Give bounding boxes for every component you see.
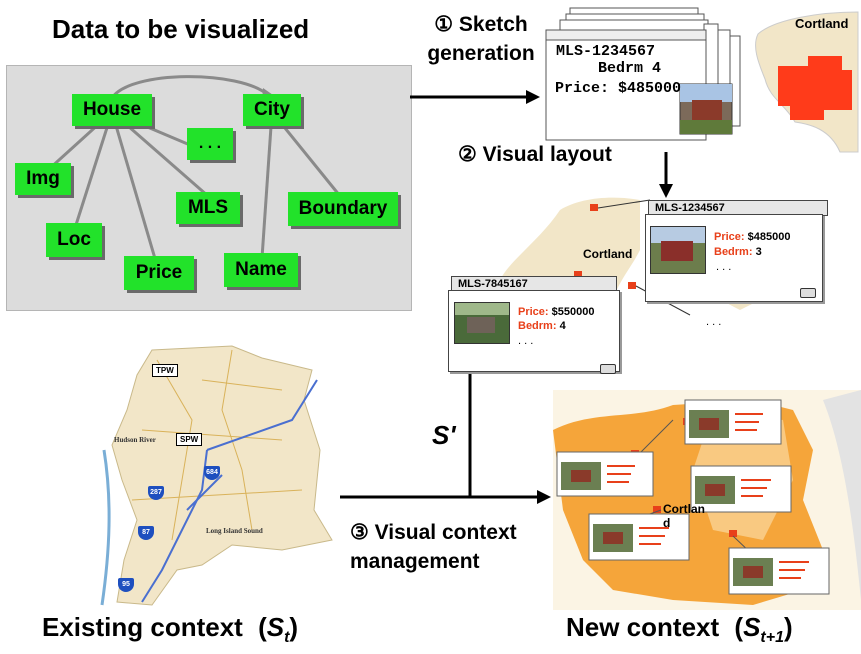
new-context-symbol: S (743, 612, 761, 642)
existing-context-title: Existing context (St) (42, 612, 299, 647)
card1-photo (650, 226, 706, 274)
card1-price-row: Price: $485000 (714, 231, 790, 243)
tpw-label: TPW (152, 364, 178, 377)
card1-bedrm-label: Bedrm: (714, 246, 753, 258)
step3-line2: management (350, 550, 480, 573)
card2-price: $550000 (551, 306, 595, 318)
step1-number: ① (434, 13, 454, 36)
existing-context-symbol: S (266, 612, 285, 642)
card2-price-row: Price: $550000 (518, 306, 594, 318)
node-city: City (243, 94, 301, 126)
sketch-price: Price: $485000 (555, 80, 682, 97)
node-loc: Loc (46, 223, 102, 257)
card2-photo (454, 302, 510, 344)
edge-house-mls (111, 110, 209, 198)
card1-bedrm-row: Bedrm: 3 (714, 246, 762, 258)
existing-context-subscript: t (284, 629, 290, 647)
existing-map (100, 345, 333, 606)
data-title: Data to be visualized (52, 14, 310, 44)
node-house: House (72, 94, 152, 126)
layout-city-label: Cortland (583, 247, 633, 261)
highway-87-icon: 87 (138, 526, 154, 540)
step2-label: ② Visual layout (458, 143, 612, 166)
edge-city-name (260, 111, 274, 259)
card2-more: . . . (518, 335, 534, 347)
node-ellipsis: . . . (187, 128, 233, 160)
spw-label: SPW (176, 433, 203, 446)
highway-95-icon: 95 (118, 578, 134, 592)
node-price: Price (124, 256, 194, 290)
card1-more: . . . (716, 261, 732, 273)
sketch-city-label: Cortland (795, 16, 849, 31)
step3-line1: ③ Visual context (350, 521, 517, 544)
new-context-title: New context (St+1) (566, 612, 793, 647)
edge-house-city (110, 75, 269, 99)
card1-expand-icon[interactable] (800, 288, 816, 298)
card2-expand-icon[interactable] (600, 364, 616, 374)
highway-287-icon: 287 (148, 486, 164, 500)
sketch-bedrm: Bedrm 4 (598, 60, 662, 77)
card1-bedrm: 3 (755, 246, 762, 258)
node-name: Name (224, 253, 298, 287)
step1-line2: generation (427, 42, 535, 65)
sketch-mls: MLS-1234567 (556, 43, 656, 60)
card1-price: $485000 (747, 231, 791, 243)
s-prime-label: S' (432, 420, 456, 450)
node-img: Img (15, 163, 71, 195)
new-context-subscript: t+1 (760, 629, 784, 647)
card1-tab: MLS-1234567 (648, 200, 828, 216)
card2-price-label: Price: (518, 306, 549, 318)
sketch-graphic (545, 7, 859, 153)
new-map (553, 390, 861, 610)
card2-bedrm: 4 (559, 320, 566, 332)
hudson-label: Hudson River (114, 436, 156, 444)
node-mls: MLS (176, 192, 240, 224)
edge-house-price (110, 111, 158, 263)
card2-bedrm-label: Bedrm: (518, 320, 557, 332)
card2-bedrm-row: Bedrm: 4 (518, 320, 566, 332)
sound-label: Long Island Sound (206, 527, 263, 535)
step1-label: ① Sketch generation (420, 10, 542, 68)
highway-684-icon: 684 (204, 466, 220, 480)
new-map-city-line1: Cortlan (663, 502, 705, 516)
card1-price-label: Price: (714, 231, 745, 243)
edge-house-loc (73, 111, 114, 229)
card2-tab: MLS-7845167 (451, 276, 617, 292)
new-map-city-line2: d (663, 516, 671, 530)
existing-context-text: Existing context (42, 612, 243, 642)
layout-trail: . . . (706, 316, 722, 328)
node-boundary: Boundary (288, 192, 398, 226)
new-context-text: New context (566, 612, 720, 642)
step1-line1: Sketch (458, 13, 528, 36)
edge-city-boundary (270, 111, 342, 197)
new-map-city-label: Cortlan d (663, 502, 705, 530)
